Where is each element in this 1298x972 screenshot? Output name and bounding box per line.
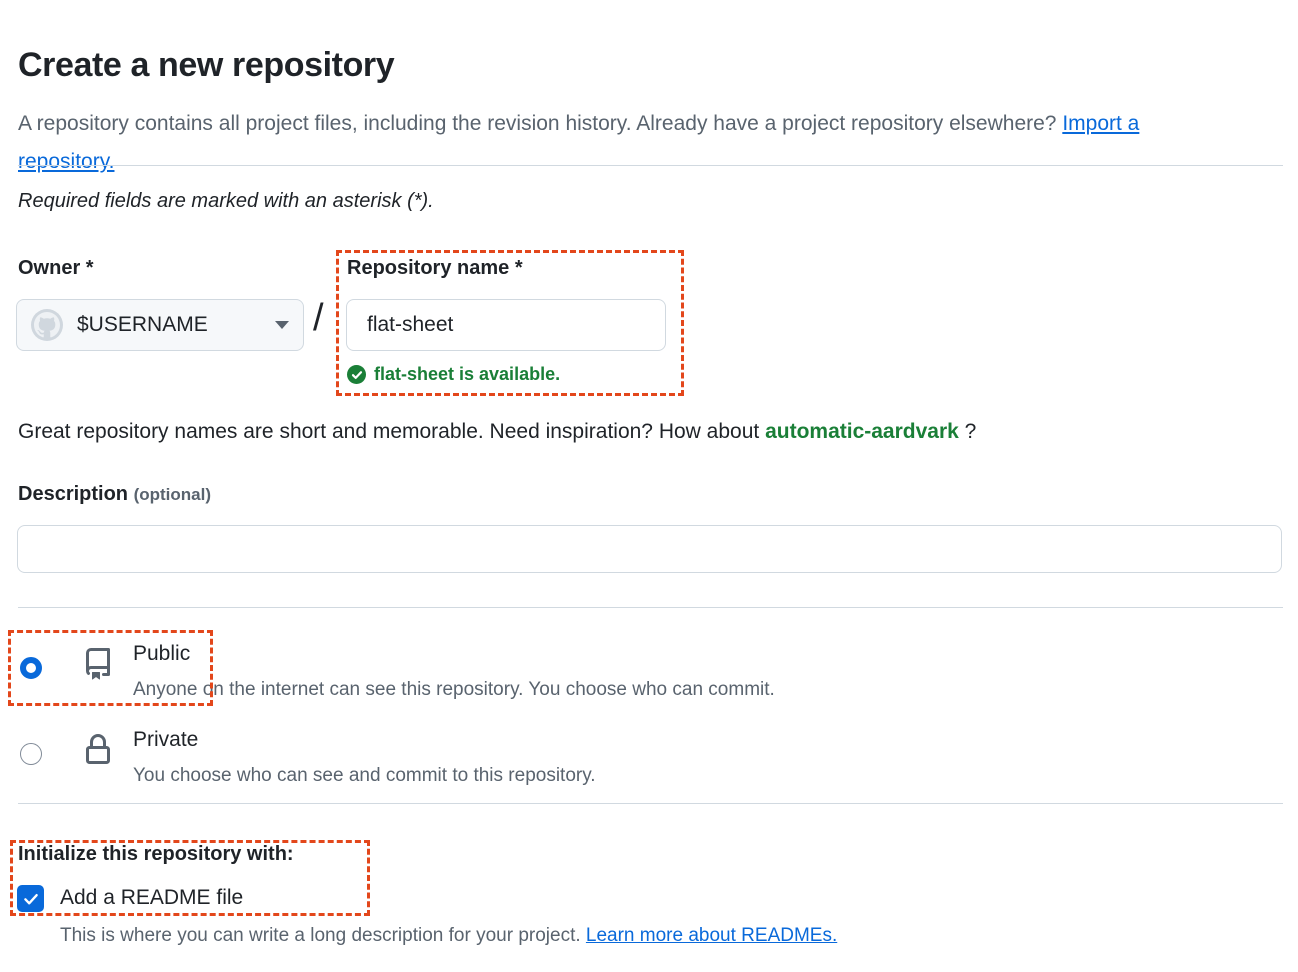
repository-name-availability: flat-sheet is available. [347,364,560,385]
initialize-label: Initialize this repository with: [18,843,294,865]
lock-icon [82,734,114,766]
divider-visibility [18,607,1283,608]
suggestion-suffix: ? [958,420,977,443]
repository-name-input[interactable] [346,299,666,351]
owner-select-button[interactable]: $USERNAME [16,299,304,351]
add-readme-description-text: This is where you can write a long descr… [60,925,586,946]
owner-username: $USERNAME [77,313,208,336]
repository-name-label: Repository name * [347,257,523,279]
page-title: Create a new repository [18,45,395,84]
github-octocat-avatar-icon [31,309,63,341]
description-label: Description (optional) [18,483,211,506]
page-intro: A repository contains all project files,… [18,105,1208,181]
description-optional-tag: (optional) [133,485,211,504]
divider-initialize [18,803,1283,804]
required-fields-note: Required fields are marked with an aster… [18,190,434,212]
owner-repo-separator: / [313,297,324,339]
import-a-repository-link[interactable]: Import a repository. [18,112,1140,173]
description-input[interactable] [17,525,1282,573]
add-readme-label[interactable]: Add a README file [60,886,244,909]
page-intro-text: A repository contains all project files,… [18,112,1063,135]
owner-label: Owner * [18,257,94,279]
repo-book-icon [82,648,114,680]
checkbox-add-readme[interactable] [17,885,44,912]
add-readme-description: This is where you can write a long descr… [60,925,837,947]
divider-top [18,165,1283,166]
check-circle-icon [347,365,366,384]
visibility-title-public: Public [133,642,191,665]
repository-name-suggestion: Great repository names are short and mem… [18,420,976,444]
availability-text: flat-sheet is available. [374,364,561,384]
visibility-title-private: Private [133,728,199,751]
visibility-description-private: You choose who can see and commit to thi… [133,765,596,786]
learn-more-readmes-link[interactable]: Learn more about READMEs. [585,925,838,946]
radio-public[interactable] [20,657,42,679]
radio-private[interactable] [20,743,42,765]
visibility-description-public: Anyone on the internet can see this repo… [133,679,775,700]
chevron-down-icon [275,321,289,329]
suggested-name[interactable]: automatic-aardvark [765,420,959,443]
description-label-text: Description [18,483,134,505]
suggestion-prefix: Great repository names are short and mem… [18,420,766,443]
